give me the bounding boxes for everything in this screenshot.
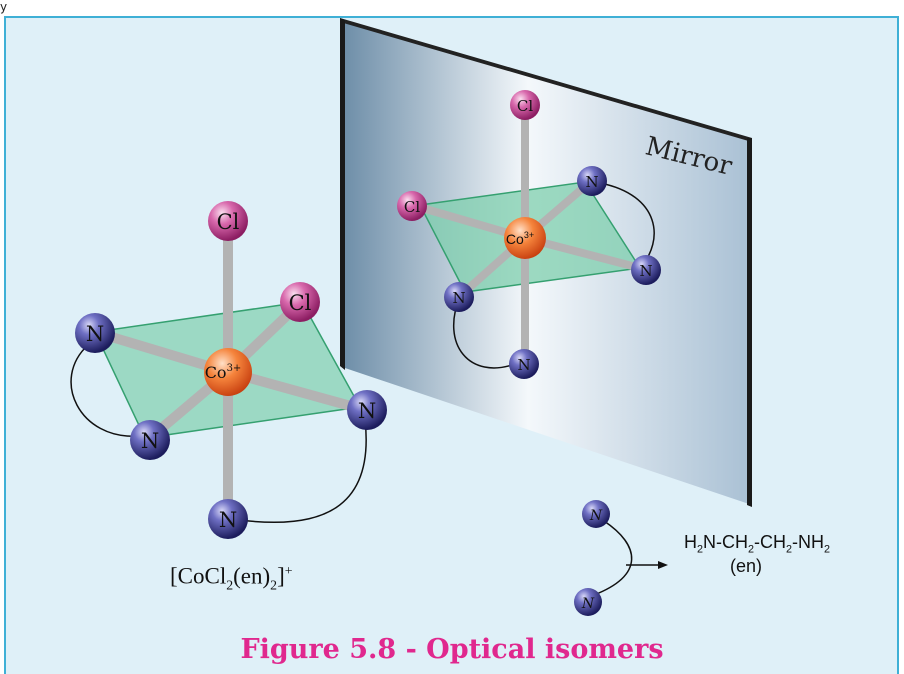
left-cl-top-atom <box>208 201 248 241</box>
right-cl-left-label: Cl <box>404 198 420 216</box>
left-cl-top-label: Cl <box>217 210 240 234</box>
left-n-bottom-atom <box>208 499 248 539</box>
left-co-charge: 3+ <box>227 363 242 374</box>
left-n-left-atom <box>75 313 115 353</box>
left-co-label: Co <box>205 363 227 382</box>
left-cl-right-label: Cl <box>289 291 312 315</box>
svg-text:Co3+: Co3+ <box>205 363 242 382</box>
en-structural-formula: H2N-CH2-CH2-NH2 <box>684 532 831 556</box>
left-n-left-label: N <box>86 322 104 346</box>
left-n-right-label: N <box>358 399 376 423</box>
right-n-upper-label: N <box>585 173 598 191</box>
en-n-top-atom <box>582 500 610 528</box>
right-n-right-atom <box>631 255 661 285</box>
right-n-upper-atom <box>577 166 607 196</box>
right-cl-left-atom <box>397 191 427 221</box>
right-n-left-label: N <box>452 289 465 307</box>
right-molecule: Cl Cl N N N N Co3+ <box>397 90 661 379</box>
complex-formula: [CoCl2(en)2]+ <box>170 563 293 593</box>
en-n-bottom-label: N <box>581 596 595 612</box>
figure-caption: Figure 5.8 - Optical isomers <box>240 634 664 665</box>
svg-text:Co3+: Co3+ <box>506 230 534 247</box>
left-cl-right-atom <box>280 282 320 322</box>
right-n-bottom-label: N <box>517 356 530 374</box>
right-cl-top-label: Cl <box>517 97 533 115</box>
left-n-bottom-left-label: N <box>141 429 159 453</box>
right-n-left-atom <box>444 282 474 312</box>
corner-glyph: y <box>0 0 8 14</box>
right-cl-top-atom <box>510 90 540 120</box>
en-legend: N N <box>574 500 668 616</box>
left-n-right-atom <box>347 390 387 430</box>
right-co-charge: 3+ <box>524 230 534 240</box>
left-molecule: Cl Cl N N N N Co3+ <box>70 201 387 539</box>
en-n-bottom-atom <box>574 588 602 616</box>
right-n-bottom-atom <box>509 349 539 379</box>
left-n-bottom-left-atom <box>130 420 170 460</box>
en-abbreviation: (en) <box>730 556 763 576</box>
right-co-atom <box>504 217 546 259</box>
left-co-atom <box>204 348 252 396</box>
top-margin: y <box>0 0 904 16</box>
right-co-label: Co <box>506 231 524 247</box>
left-n-bottom-label: N <box>219 508 237 532</box>
right-n-right-label: N <box>639 262 652 280</box>
en-n-top-label: N <box>589 508 603 524</box>
